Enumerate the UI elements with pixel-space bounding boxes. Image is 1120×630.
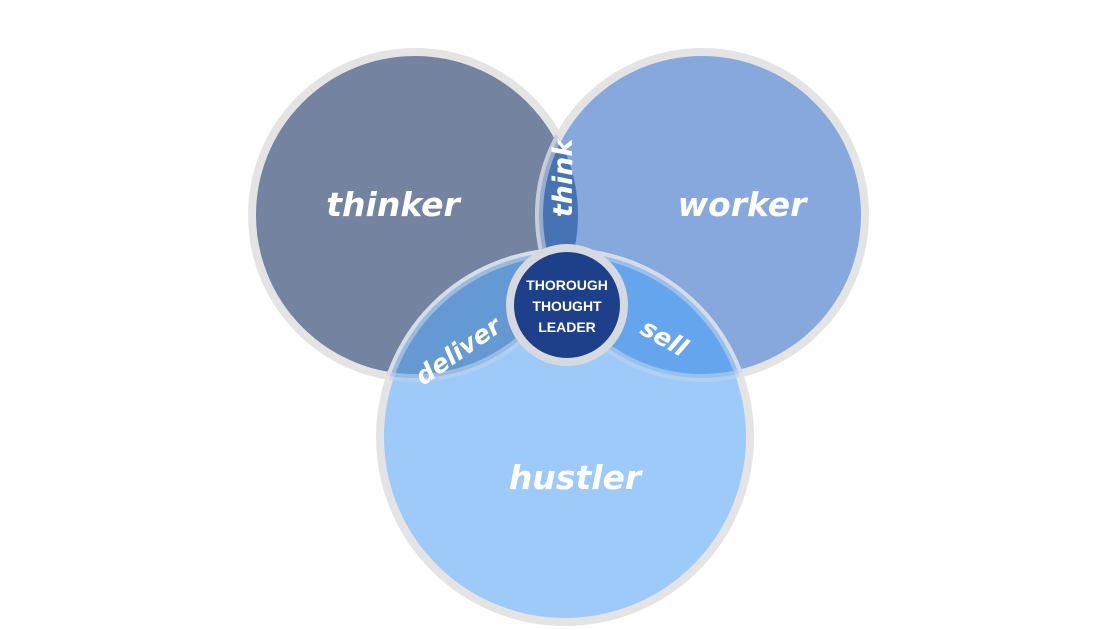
- center-line-3: LEADER: [538, 319, 596, 335]
- hustler-label: hustler: [509, 458, 643, 497]
- worker-label: worker: [678, 185, 809, 224]
- center-line-1: THOROUGH: [526, 277, 608, 293]
- thinker-label: thinker: [326, 185, 461, 224]
- center-line-2: THOUGHT: [532, 298, 602, 314]
- think-label: think: [548, 137, 579, 218]
- deliver-overlap: [380, 252, 578, 378]
- center-circle: [506, 244, 628, 366]
